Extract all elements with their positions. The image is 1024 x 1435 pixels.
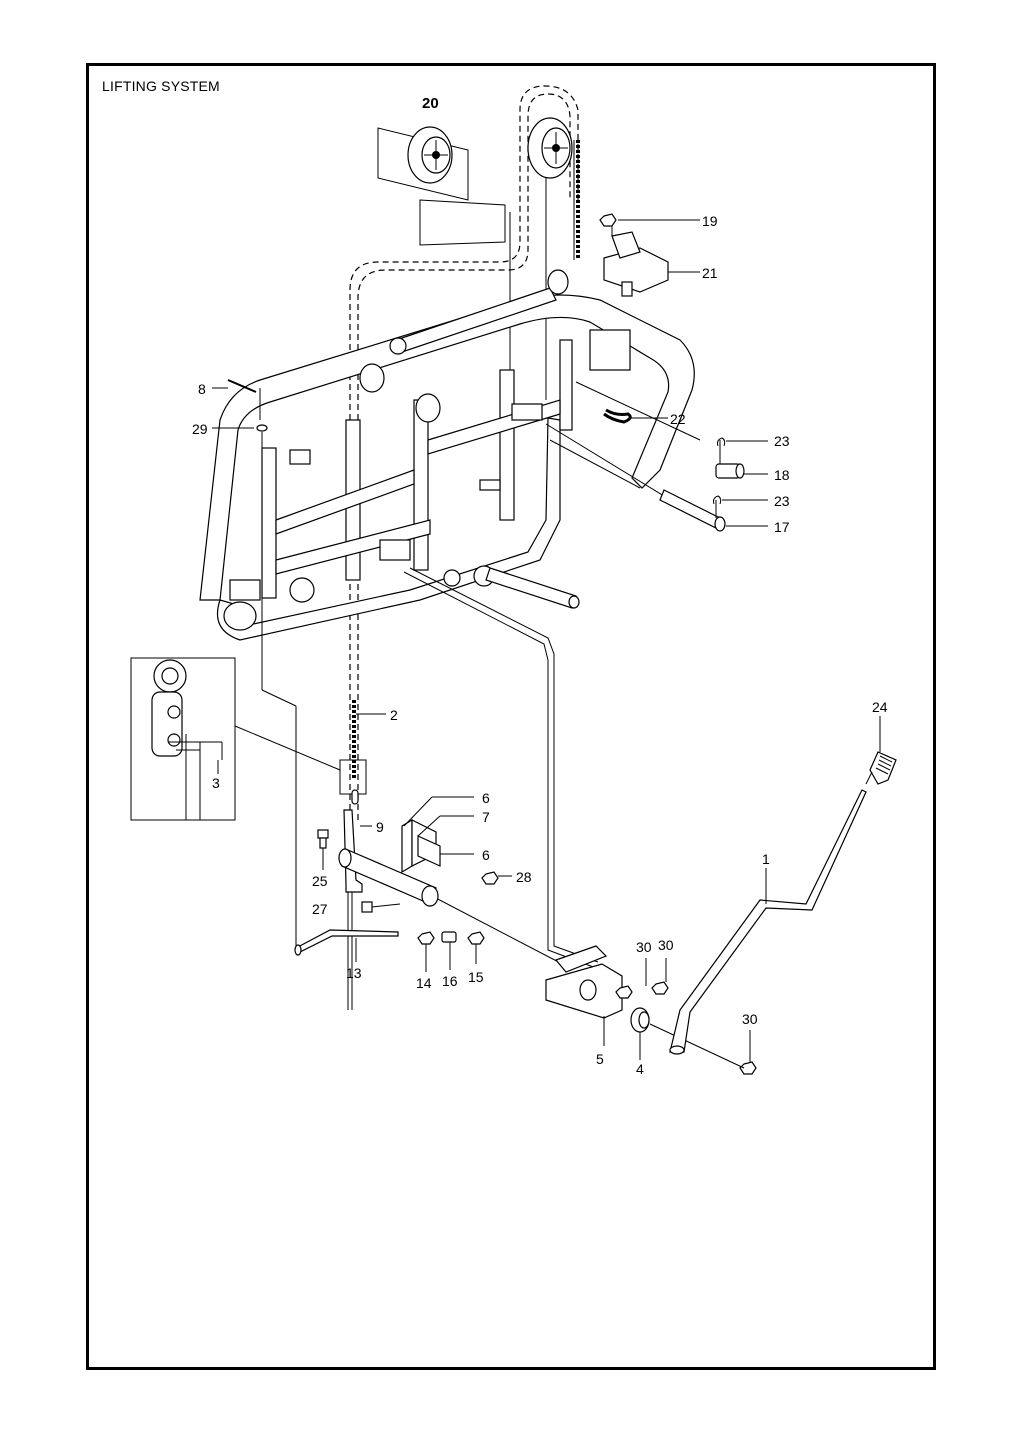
callout-24: 24 <box>872 699 888 715</box>
callout-22: 22 <box>670 411 686 427</box>
bracket-5 <box>545 945 623 1019</box>
callout-28: 28 <box>516 869 532 885</box>
callout-17: 17 <box>774 519 790 535</box>
pin-17 <box>659 489 726 532</box>
callout-23-upper: 23 <box>774 433 790 449</box>
callout-15: 15 <box>468 969 484 985</box>
callout-1: 1 <box>762 851 770 867</box>
callout-4: 4 <box>636 1061 644 1077</box>
bolt-30-left <box>615 985 633 999</box>
pin-18 <box>715 440 745 479</box>
pulley-20 <box>377 126 506 246</box>
clip-23-lower <box>713 495 722 505</box>
callout-7: 7 <box>482 809 490 825</box>
bracket-6-7 <box>401 818 441 874</box>
callout-5: 5 <box>596 1051 604 1067</box>
bolt-27 <box>361 901 401 913</box>
diagram-title: LIFTING SYSTEM <box>102 78 220 94</box>
callout-3: 3 <box>212 775 220 791</box>
callout-13: 13 <box>346 965 362 981</box>
callout-labels: 20 19 21 22 23 18 23 17 8 29 2 3 6 7 9 6… <box>192 95 888 1077</box>
diagram-border <box>86 63 936 1370</box>
tractor-frame <box>199 269 695 641</box>
callout-23-lower: 23 <box>774 493 790 509</box>
chain-path <box>349 85 579 820</box>
bolt-25 <box>317 829 329 849</box>
callout-30-left: 30 <box>636 939 652 955</box>
callout-16: 16 <box>442 973 458 989</box>
rod-13 <box>294 929 399 956</box>
bushing <box>421 885 439 907</box>
handle-grip-24 <box>865 751 897 785</box>
bolt-30-mid <box>651 981 669 995</box>
callout-18: 18 <box>774 467 790 483</box>
chain-detail-box <box>130 657 341 821</box>
clip-23-upper <box>717 437 726 447</box>
callout-2: 2 <box>390 707 398 723</box>
callout-27: 27 <box>312 901 328 917</box>
leader-lines <box>212 219 881 1062</box>
callout-8: 8 <box>198 381 206 397</box>
bushing-4 <box>630 1007 650 1033</box>
chain-pulley <box>509 117 573 400</box>
spring-16 <box>441 931 457 943</box>
link-rod <box>403 567 599 969</box>
hairpin-22 <box>603 408 632 424</box>
callout-14: 14 <box>416 975 432 991</box>
callout-29: 29 <box>192 421 208 437</box>
callout-20: 20 <box>422 95 439 112</box>
nut-28 <box>481 871 499 885</box>
washer-29 <box>256 424 297 950</box>
callout-9: 9 <box>376 819 384 835</box>
nut-15 <box>467 931 485 945</box>
callout-30-mid: 30 <box>658 937 674 953</box>
lift-arm-9 <box>343 789 363 1010</box>
lift-shaft <box>338 848 571 969</box>
callout-30-right: 30 <box>742 1011 758 1027</box>
callout-6-lower: 6 <box>482 847 490 863</box>
bracket-21 <box>603 231 669 297</box>
pin-8 <box>227 379 261 420</box>
bolt-30-right <box>649 1023 757 1075</box>
nut-19 <box>599 213 617 236</box>
chain-upper <box>573 140 580 260</box>
callout-25: 25 <box>312 873 328 889</box>
nut-14 <box>417 931 435 945</box>
callout-21: 21 <box>702 265 718 281</box>
lift-lever-1 <box>669 789 867 1055</box>
callout-19: 19 <box>702 213 718 229</box>
callout-6-upper: 6 <box>482 790 490 806</box>
